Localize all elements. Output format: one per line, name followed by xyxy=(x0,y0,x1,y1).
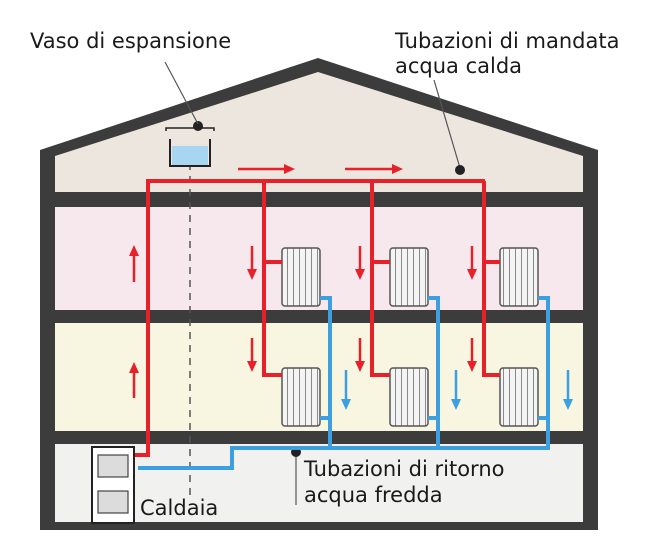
supply-flow-arrows xyxy=(129,164,477,398)
supply-pipe-riser xyxy=(482,181,500,377)
flow-arrow-icon xyxy=(355,246,365,280)
flow-arrow-icon xyxy=(247,246,257,280)
expansion-tank-label: Vaso di espansione xyxy=(30,29,231,53)
radiator-icon xyxy=(499,247,539,307)
supply-pipe-riser xyxy=(370,181,390,377)
supply-pipes-marker xyxy=(455,165,465,175)
radiators xyxy=(281,247,539,427)
flow-arrow-icon xyxy=(345,164,403,174)
return-pipes xyxy=(138,296,550,470)
radiator-icon xyxy=(389,247,429,307)
return-pipe-main xyxy=(138,296,332,470)
flow-arrow-icon xyxy=(355,338,365,372)
flow-arrow-icon xyxy=(467,246,477,280)
radiator-icon xyxy=(389,367,429,427)
flow-arrow-icon xyxy=(129,362,139,398)
attic-floor xyxy=(55,72,583,192)
radiator-icon xyxy=(281,367,321,427)
supply-pipe-riser xyxy=(262,181,282,377)
boiler-label: Caldaia xyxy=(140,496,218,520)
expansion-tank-icon xyxy=(165,121,215,167)
flow-arrow-icon xyxy=(129,245,139,282)
radiator-icon xyxy=(281,247,321,307)
return-pipes-label-line1: Tubazioni di ritorno xyxy=(303,457,504,481)
return-pipe-branch xyxy=(438,296,550,450)
supply-pipes-leader xyxy=(433,79,461,169)
radiator-icon xyxy=(499,367,539,427)
return-pipes-label-line2: acqua fredda xyxy=(304,483,443,507)
flow-arrow-icon xyxy=(341,370,351,410)
return-pipe-branch xyxy=(330,296,440,450)
expansion-tank-leader xyxy=(164,61,199,125)
flow-arrow-icon xyxy=(238,164,295,174)
supply-pipes-label-line1: Tubazioni di mandata xyxy=(394,29,619,53)
boiler-icon xyxy=(91,446,135,524)
flow-arrow-icon xyxy=(563,370,573,410)
flow-arrow-icon xyxy=(247,338,257,372)
supply-pipes-label-line2: acqua calda xyxy=(395,54,522,78)
supply-pipe-main xyxy=(135,179,485,457)
flow-arrow-icon xyxy=(451,370,461,410)
supply-pipes xyxy=(135,179,500,457)
flow-arrow-icon xyxy=(467,338,477,372)
return-flow-arrows xyxy=(341,370,573,410)
